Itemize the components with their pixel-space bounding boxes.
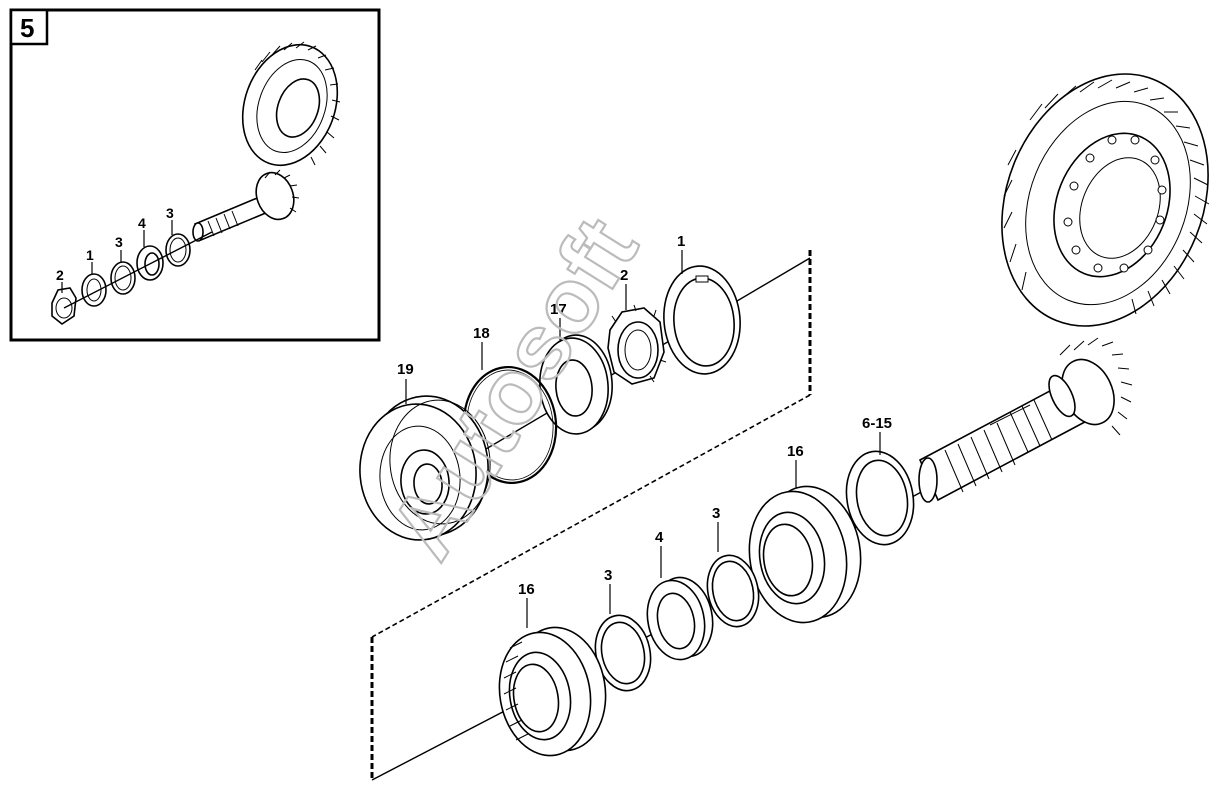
pinion-shaft (918, 337, 1133, 503)
shim-3-left (594, 614, 652, 692)
ring-gear (1001, 73, 1210, 327)
inset-number-box (9, 8, 49, 46)
inset-pinion-shaft (192, 169, 300, 242)
inset-callout-1: 1 (86, 247, 94, 263)
shim-6-15 (845, 450, 915, 546)
inset-callout-3b: 3 (166, 205, 174, 221)
bearing-cone-4 (646, 576, 714, 661)
cover-19 (359, 395, 491, 541)
inset-callout-4: 4 (138, 215, 146, 231)
seal-17 (539, 334, 613, 435)
callout-17: 17 (550, 301, 567, 318)
inset-callout-2: 2 (56, 267, 64, 283)
bearing-16-right (748, 485, 862, 624)
shim-3-right (706, 554, 760, 628)
callout-1: 1 (677, 233, 685, 250)
callout-16-right: 16 (787, 443, 804, 460)
inset-callout-3a: 3 (115, 234, 123, 250)
callout-3-left: 3 (604, 567, 612, 584)
inset-axis-line (63, 231, 213, 309)
callout-19: 19 (397, 361, 414, 378)
callout-3-right: 3 (712, 505, 720, 522)
callout-18: 18 (473, 325, 490, 342)
inset-number: 5 (20, 13, 34, 43)
callout-2: 2 (620, 267, 628, 284)
inset-nut-2 (51, 287, 77, 325)
inset-view: 5 2 1 (9, 8, 381, 342)
lock-washer-1 (663, 265, 741, 375)
inset-lock-washer-1 (81, 273, 107, 307)
watermark: Autosoft (370, 201, 657, 576)
slotted-nut-2 (607, 304, 667, 385)
callout-16-left: 16 (518, 581, 535, 598)
bearing-16-left (498, 626, 607, 757)
inset-ring-gear (241, 41, 341, 167)
callout-6-15: 6-15 (862, 415, 892, 432)
callout-4: 4 (655, 529, 664, 546)
